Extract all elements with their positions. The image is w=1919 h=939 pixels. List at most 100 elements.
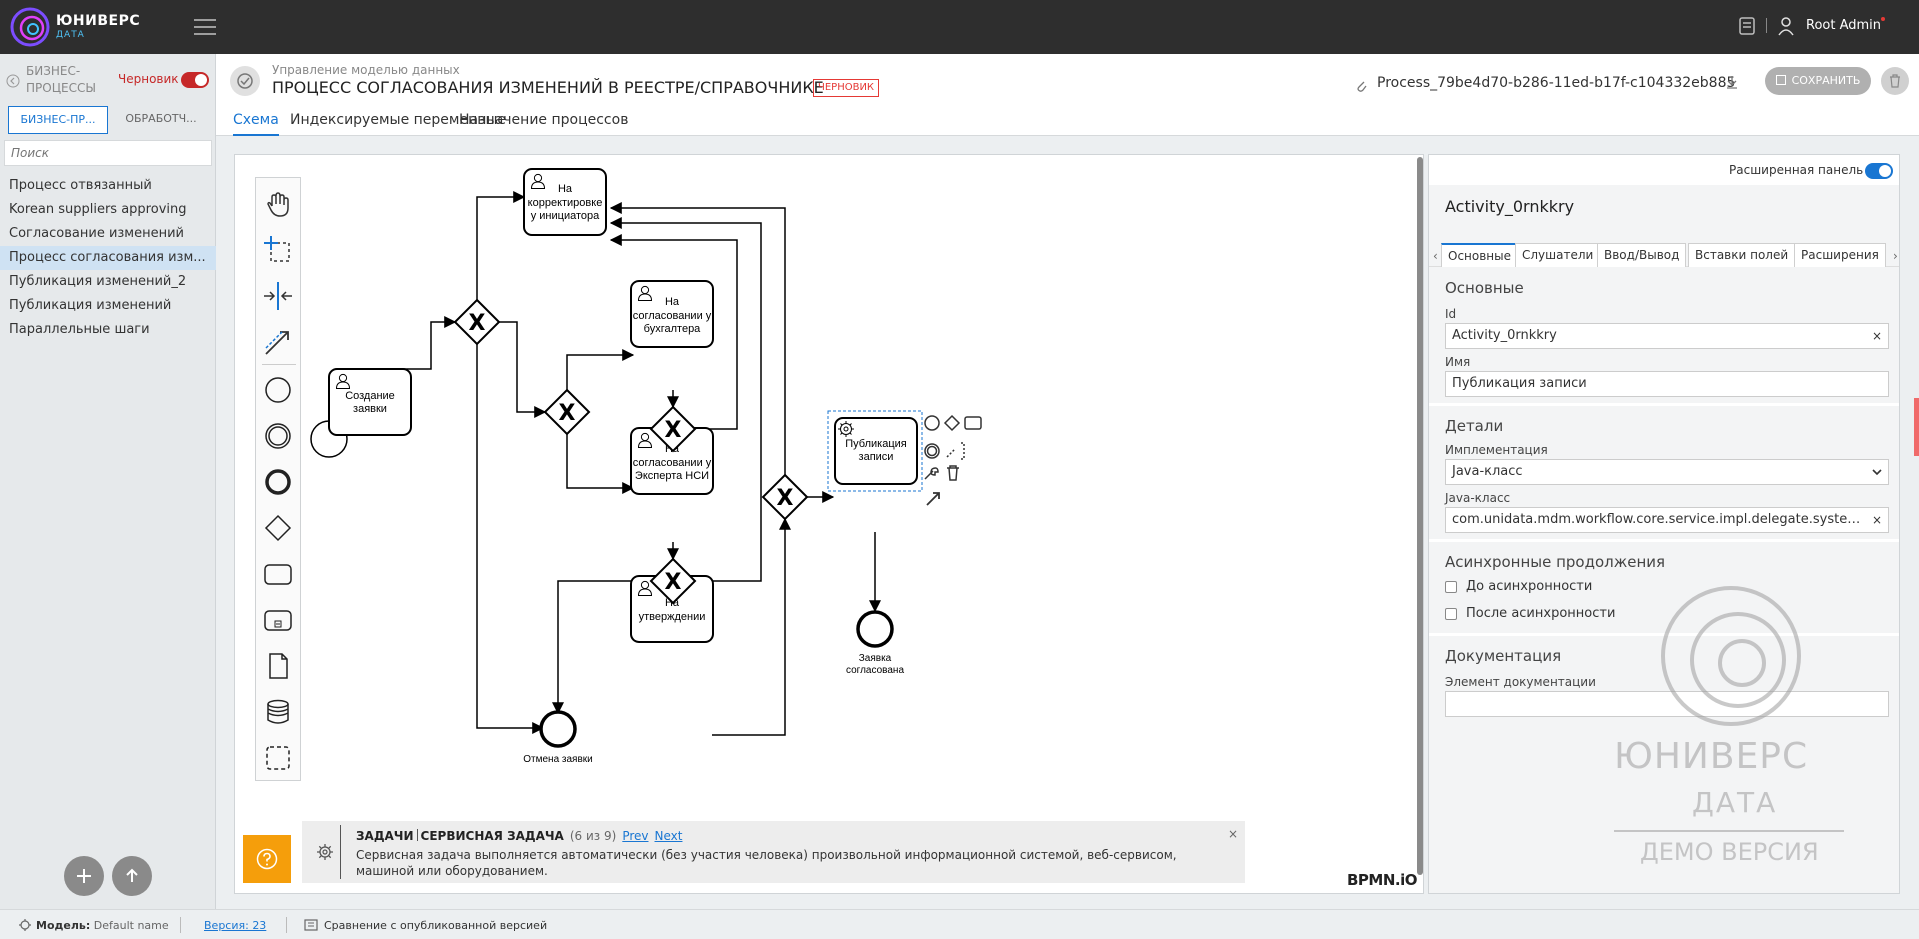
tab-schema[interactable]: Схема [233, 112, 279, 136]
lasso-tool-icon[interactable] [260, 232, 296, 268]
id-field[interactable]: Activity_0rnkkry× [1445, 323, 1889, 349]
java-class-field[interactable]: com.unidata.mdm.workflow.core.service.im… [1445, 507, 1889, 533]
report-icon[interactable] [1738, 16, 1756, 36]
tip-next-link[interactable]: Next [654, 829, 683, 843]
name-label: Имя [1445, 355, 1471, 369]
tab-input-output[interactable]: Ввод/Вывод [1597, 243, 1687, 267]
implementation-select[interactable]: Java-класс [1445, 459, 1889, 485]
space-tool-icon[interactable] [260, 278, 296, 314]
tab-business-processes[interactable]: БИЗНЕС-ПР... [8, 106, 108, 134]
list-item[interactable]: Параллельные шаги [9, 322, 150, 337]
list-item[interactable]: Публикация изменений_2 [9, 274, 187, 289]
properties-panel: Расширенная панель Activity_0rnkkry ‹ Ос… [1428, 154, 1900, 894]
clear-id-icon[interactable]: × [1871, 329, 1882, 343]
pad-annotation-icon [946, 442, 965, 460]
service-gear-icon [838, 421, 854, 437]
end-event-cancel [539, 710, 577, 748]
subprocess-icon[interactable] [260, 602, 296, 638]
documentation-field[interactable] [1445, 691, 1889, 717]
after-async-checkbox[interactable] [1445, 608, 1457, 620]
section-async: Асинхронные продолжения [1445, 553, 1666, 571]
tabs-prev-icon[interactable]: ‹ [1433, 249, 1438, 263]
flow-gw3-correction [609, 234, 738, 430]
tab-listeners[interactable]: Слушатели [1515, 243, 1601, 267]
topbar-divider [1766, 18, 1767, 33]
gateway-icon[interactable] [260, 510, 296, 546]
hand-tool-icon[interactable] [260, 186, 296, 222]
data-object-icon[interactable] [260, 648, 296, 684]
svg-text:X: X [469, 311, 486, 336]
user-name[interactable]: Root Admin [1806, 18, 1882, 33]
list-item[interactable]: Согласование изменений [9, 226, 185, 241]
list-item[interactable]: Процесс отвязанный [9, 178, 152, 193]
tab-handlers[interactable]: ОБРАБОТЧ... [125, 112, 197, 125]
help-button[interactable] [243, 835, 291, 883]
add-button[interactable] [64, 856, 104, 896]
flow-gw4-correction [609, 217, 762, 582]
end-event-icon[interactable] [260, 464, 296, 500]
bpmn-io-logo[interactable]: BPMN.iO [1347, 871, 1418, 889]
tab-indexed-variables[interactable]: Индексируемые переменные [290, 112, 507, 128]
watermark-demo: ДЕМО ВЕРСИЯ [1640, 838, 1819, 866]
before-async-label: До асинхронности [1466, 579, 1593, 594]
list-item[interactable]: Korean suppliers approving [9, 202, 187, 217]
list-item[interactable]: Публикация изменений [9, 298, 172, 313]
tab-basic[interactable]: Основные [1441, 243, 1519, 267]
status-divider [180, 917, 181, 933]
compare-link[interactable]: Сравнение с опубликованной версией [324, 919, 548, 932]
flow-gw1-cancel [476, 344, 545, 734]
gateway-5 [761, 473, 809, 521]
delete-button[interactable] [1881, 67, 1909, 95]
page-header: Управление моделью данных ПРОЦЕСС СОГЛАС… [216, 54, 1919, 136]
search-input[interactable] [4, 140, 212, 166]
compare-icon[interactable] [304, 918, 318, 932]
tip-prev-link[interactable]: Prev [622, 829, 649, 843]
save-button[interactable]: СОХРАНИТЬ [1765, 67, 1871, 95]
list-item-selected[interactable]: Процесс согласования изм... [0, 246, 216, 270]
pad-intermediate-icon [924, 443, 940, 459]
pad-task-icon [964, 416, 982, 430]
close-icon[interactable]: × [1228, 827, 1239, 841]
edge-tab[interactable] [1914, 398, 1919, 456]
breadcrumb[interactable]: Управление моделью данных [272, 63, 460, 77]
svg-text:X: X [665, 418, 682, 443]
status-divider [286, 917, 287, 933]
extended-panel-toggle[interactable] [1865, 163, 1893, 179]
scroll-up-button[interactable] [112, 856, 152, 896]
start-event-icon[interactable] [260, 372, 296, 408]
pad-end-event-icon [924, 415, 940, 431]
task-icon[interactable] [260, 556, 296, 592]
extended-panel-label: Расширенная панель [1729, 163, 1864, 177]
settings-icon[interactable] [18, 918, 32, 932]
draft-toggle[interactable] [181, 72, 209, 88]
brand-logo-icon[interactable] [10, 7, 50, 47]
tabs-next-icon[interactable]: › [1893, 249, 1898, 263]
tab-extensions[interactable]: Расширения [1794, 243, 1886, 267]
pad-trash-icon [947, 465, 959, 481]
back-arrow-icon[interactable] [6, 74, 20, 88]
gateway-2 [543, 388, 591, 436]
before-async-checkbox[interactable] [1445, 581, 1457, 593]
sidebar-tabs: БИЗНЕС-ПР... ОБРАБОТЧ... [8, 106, 208, 134]
download-icon[interactable] [1725, 74, 1739, 90]
name-field[interactable]: Публикация записи [1445, 371, 1889, 397]
clear-class-icon[interactable]: × [1871, 513, 1882, 527]
demo-watermark: ЮНИВЕРС ДАТА ДЕМО ВЕРСИЯ [1600, 584, 1900, 874]
data-store-icon[interactable] [260, 694, 296, 730]
tab-field-injections[interactable]: Вставки полей [1688, 243, 1796, 267]
tab-process-assignment[interactable]: Назначение процессов [459, 112, 629, 128]
canvas-scrollbar[interactable] [1417, 157, 1423, 875]
version-link[interactable]: Версия: 23 [204, 919, 267, 932]
intermediate-event-icon[interactable] [260, 418, 296, 454]
user-icon[interactable] [1777, 16, 1795, 36]
menu-icon[interactable] [194, 16, 216, 36]
connect-tool-icon[interactable] [260, 324, 296, 360]
group-icon[interactable] [260, 740, 296, 776]
